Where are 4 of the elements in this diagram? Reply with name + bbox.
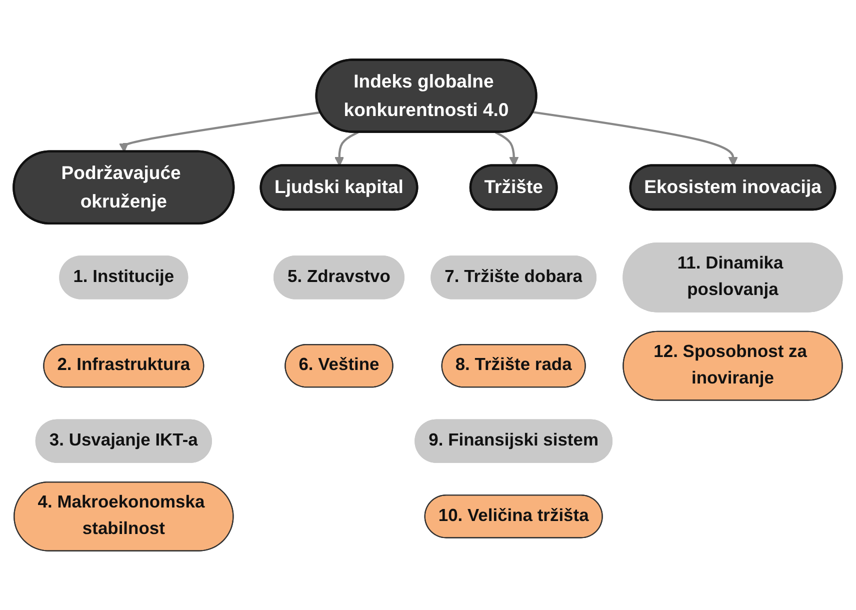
arrow (494, 131, 519, 166)
arrow (532, 110, 738, 166)
arrow (334, 131, 359, 166)
arrow (118, 111, 321, 152)
